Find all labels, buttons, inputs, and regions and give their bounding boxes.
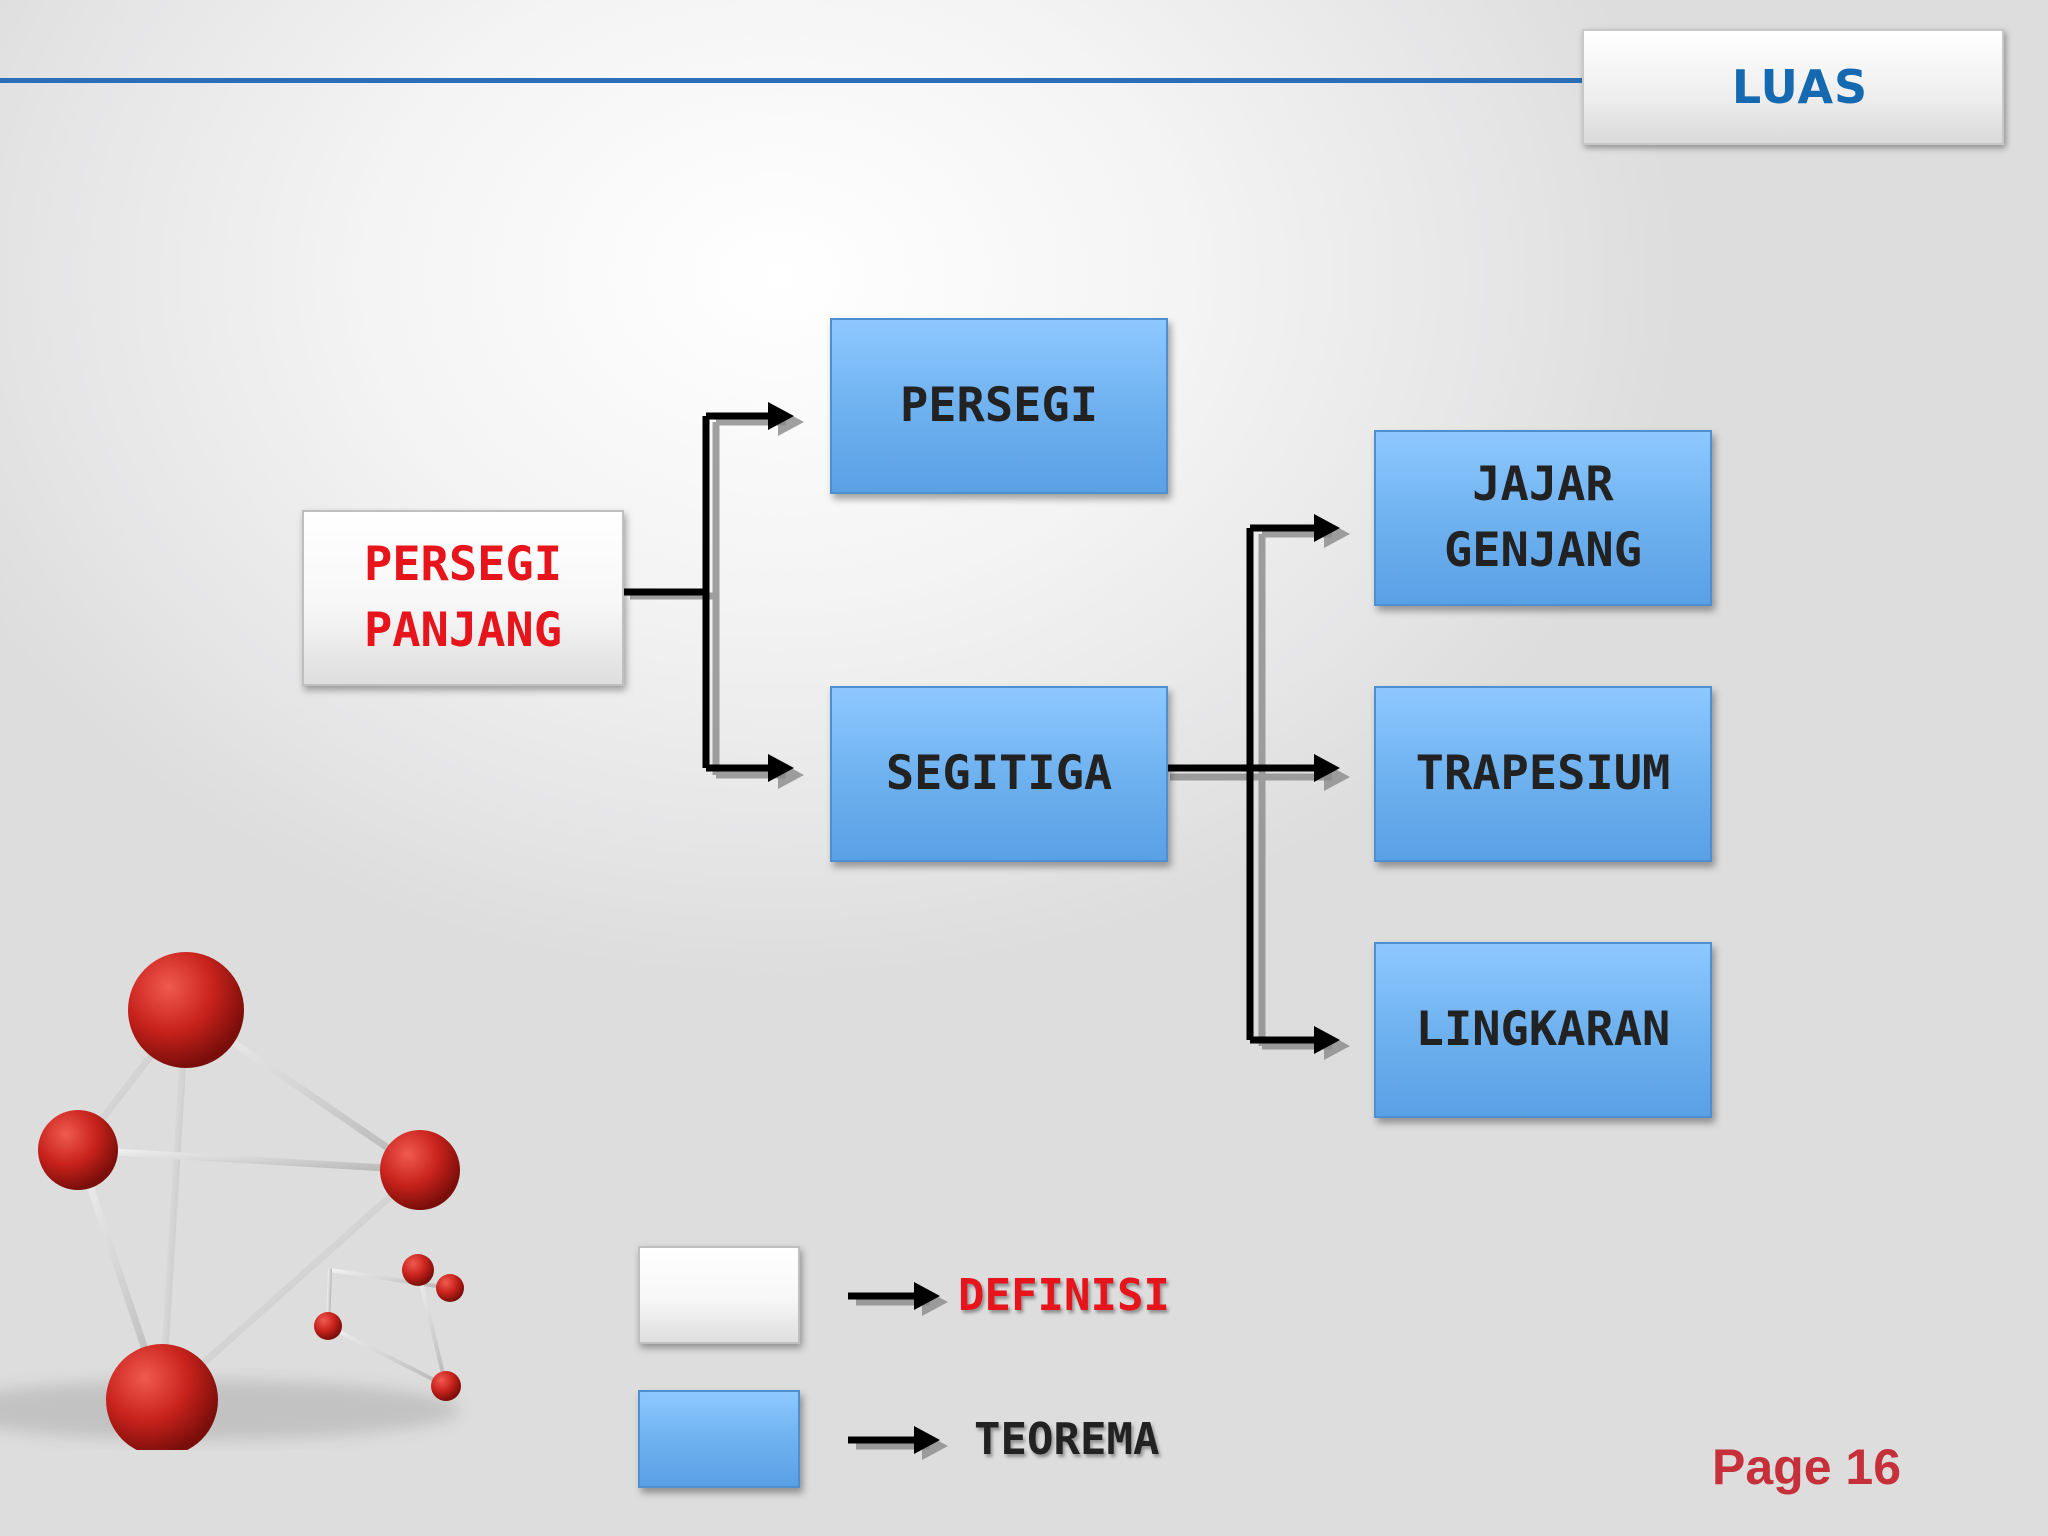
arrow-head-icon <box>1314 514 1340 542</box>
node-jajar-genjang-label: JAJAR GENJANG <box>1443 457 1643 578</box>
legend-swatch-teorema <box>638 1390 800 1488</box>
title-tab: LUAS <box>1582 29 2004 145</box>
legend-label-definisi: DEFINISI <box>958 1270 1170 1321</box>
node-trapesium: TRAPESIUM <box>1374 686 1712 862</box>
node-segitiga: SEGITIGA <box>830 686 1168 862</box>
page-number: Page 16 <box>1712 1439 1902 1495</box>
node-trapesium-label: TRAPESIUM <box>1415 746 1671 801</box>
arrow-head-icon <box>1314 754 1340 782</box>
molecule-decoration <box>0 952 464 1450</box>
node-jajar-genjang: JAJAR GENJANG <box>1374 430 1712 606</box>
arrow-head-icon <box>914 1282 940 1310</box>
arrow-head-icon <box>768 402 794 430</box>
node-persegi-label: PERSEGI <box>899 378 1099 433</box>
legend-swatch-definisi <box>638 1246 800 1344</box>
header-rule <box>0 78 1600 83</box>
node-segitiga-label: SEGITIGA <box>885 746 1113 801</box>
node-persegi-panjang: PERSEGI PANJANG <box>302 510 624 686</box>
arrow-head-icon <box>768 754 794 782</box>
node-persegi-panjang-label: PERSEGI PANJANG <box>363 537 563 658</box>
arrow-head-icon <box>1314 1026 1340 1054</box>
arrow-head-icon <box>914 1426 940 1454</box>
node-lingkaran-label: LINGKARAN <box>1415 1002 1671 1057</box>
legend-label-teorema: TEOREMA <box>974 1414 1160 1465</box>
slide-title: LUAS <box>1731 60 1869 114</box>
node-lingkaran: LINGKARAN <box>1374 942 1712 1118</box>
node-persegi: PERSEGI <box>830 318 1168 494</box>
